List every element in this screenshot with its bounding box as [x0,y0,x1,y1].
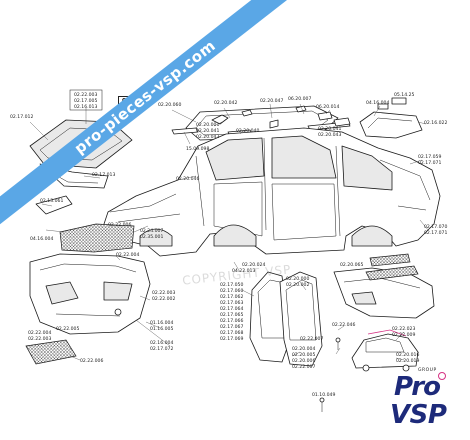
part-number: 02.20.065 [340,262,363,268]
part-number: 02.17.066 [220,318,243,324]
part-number: 02.17.013 [92,172,115,178]
part-number: 02.20.043 [196,134,219,140]
part-number: 02.35.001 [140,234,163,240]
part-number: 02.17.069 [220,336,243,342]
part-number: 02.20.004 [292,346,315,352]
part-number: 01.10.049 [312,392,335,398]
logo-group-text: GROUP [418,368,437,373]
part-number-labels: 02.22.003 02.17.005 02.16.013 02.17.012 … [10,92,447,398]
part-number: 02.17.064 [220,306,243,312]
part-number: 01.16.004 [150,320,173,326]
part-number: 02.20.046 [176,176,199,182]
part-number: 02.22.003 [28,336,51,342]
part-number: 02.16.013 [74,104,97,110]
part-number: 02.20.000 [286,276,309,282]
part-number: 02.16.004 [150,340,173,346]
part-number: 02.20.019 [396,358,419,364]
part-number: 02.20.002 [286,282,309,288]
part-number: 02.17.060 [220,288,243,294]
part-number: 02.17.012 [10,114,33,120]
part-number: 02.17.005 [74,98,97,104]
rear-small-parts [269,97,407,129]
part-number: 05.14.25 [394,92,415,98]
part-number: 02.22.006 [108,222,131,228]
part-number: 02.22.002 [152,296,175,302]
part-number: 02.13.061 [40,198,63,204]
part-number: 02.17.065 [220,312,243,318]
part-number: 02.17.063 [220,300,243,306]
part-number: 02.22.007 [300,336,323,342]
part-number: 02.24.007 [140,228,163,234]
body-shell [99,127,441,257]
leader-lines [29,103,429,361]
small-bolt [319,337,341,412]
part-number: 02.17.050 [220,282,243,288]
part-number: 04.22.013 [232,268,255,274]
part-number: 02.17.062 [220,294,243,300]
front-grille [59,223,135,253]
part-number: 02.20.005 [292,352,315,358]
part-number: 01.16.005 [150,326,173,332]
part-number: 02.20.016 [396,352,419,358]
part-number: 02.20.047 [260,98,283,104]
part-number: 02.22.009 [392,332,415,338]
part-number: 02.20.042 [214,100,237,106]
logo-vsp-text: VSP [390,400,447,430]
front-bumper [29,253,151,335]
part-number: 02.20.040 [236,128,259,134]
front-reinforcement [35,195,73,215]
part-number: 02.17.071 [424,230,447,236]
part-number: 02.22.005 [56,326,79,332]
part-number: 02.17.068 [220,330,243,336]
door-left-rear [279,271,323,367]
part-number: 02.22.003 [74,92,97,98]
part-number: 02.20.001 [196,122,219,128]
provsp-logo: GROUP Pro VSP [384,368,464,434]
part-number: 02.20.006 [292,358,315,364]
part-number: 02.22.004 [28,330,51,336]
part-number: 02.22.046 [332,322,355,328]
part-number: 02.22.023 [392,326,415,332]
part-number: 02.22.004 [116,252,139,258]
part-number: 02.20.060 [158,102,181,108]
rear-grilles [365,253,419,281]
part-number: 02.20.041 [196,128,219,134]
part-number: 02.20.024 [242,262,265,268]
part-number: 06.20.014 [316,104,339,110]
part-number: 02.22.007 [292,364,315,370]
part-number: 02.17.067 [220,324,243,330]
part-number: 06.20.007 [288,96,311,102]
front-lower-grille [25,339,77,365]
part-number: 02.20.041 [318,126,341,132]
hood-number-frame [69,89,103,111]
logo-pro-text: Pro [394,372,441,402]
part-number: 04.16.004 [30,236,53,242]
part-number: 04.16.004 [366,100,389,106]
rear-spoiler [359,111,423,139]
logo-accent-ring-icon [438,372,446,380]
part-number: 02.17.072 [150,346,173,352]
part-number: 02.17.070 [424,224,447,230]
part-number: 02.17.059 [418,154,441,160]
rear-bumper [333,267,435,319]
part-number: 02.22.003 [152,290,175,296]
part-number: 15.09.098 [186,146,209,152]
part-number: 02.16.022 [424,120,447,126]
part-number: 02.20.043 [318,132,341,138]
part-number: 02.22.006 [80,358,103,364]
part-number: 02.17.071 [418,160,441,166]
